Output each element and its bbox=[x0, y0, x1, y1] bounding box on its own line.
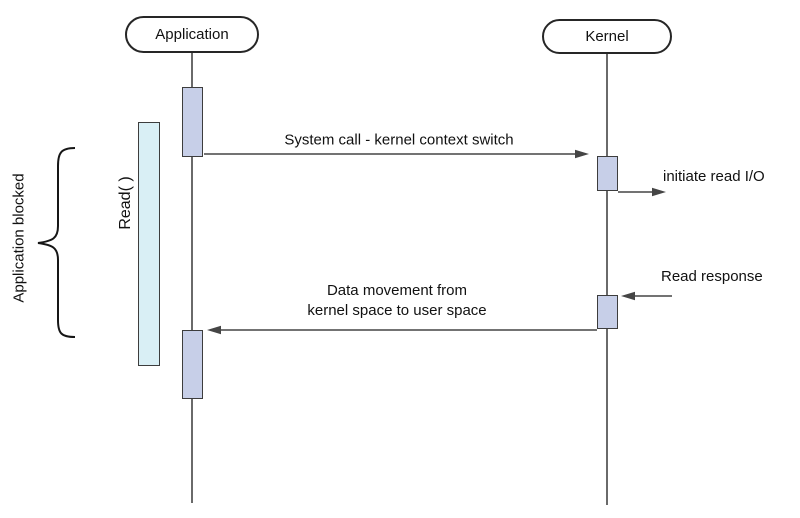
application-lifeline-head: Application bbox=[125, 16, 259, 53]
read-call-label: Read( ) bbox=[117, 176, 134, 230]
initiate-io-arrowhead bbox=[652, 187, 666, 197]
application-activation-1 bbox=[182, 87, 203, 157]
read-call-box bbox=[138, 122, 160, 366]
kernel-lifeline-head: Kernel bbox=[542, 19, 672, 54]
application-blocked-label: Application blocked bbox=[10, 173, 28, 303]
kernel-activation-1 bbox=[597, 156, 618, 191]
kernel-label: Kernel bbox=[585, 28, 629, 45]
data-movement-label: Data movement from kernel space to user … bbox=[307, 282, 487, 319]
syscall-arrowhead bbox=[575, 149, 589, 159]
initiate-io-label: initiate read I/O bbox=[663, 168, 765, 185]
application-activation-2 bbox=[182, 330, 203, 399]
kernel-activation-2 bbox=[597, 295, 618, 329]
read-response-arrowhead bbox=[621, 291, 635, 301]
blocked-brace bbox=[37, 147, 76, 338]
data-return-arrowhead bbox=[207, 325, 221, 335]
application-label: Application bbox=[155, 26, 229, 43]
read-response-label: Read response bbox=[661, 268, 763, 285]
syscall-label: System call - kernel context switch bbox=[284, 131, 514, 149]
